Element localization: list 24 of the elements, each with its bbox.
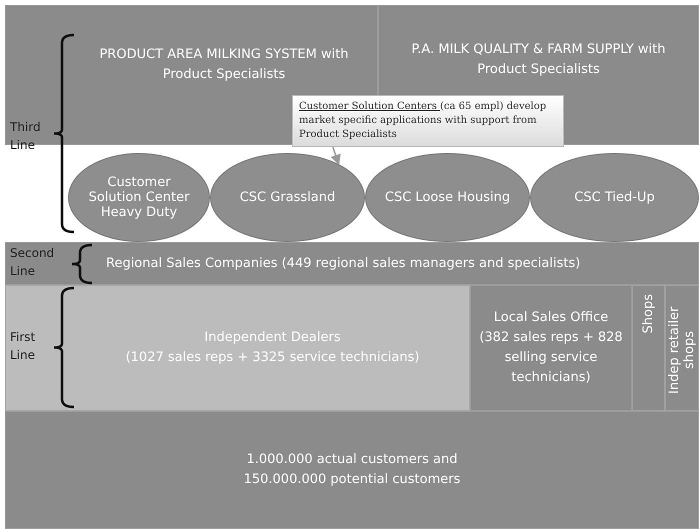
- shop-text: Shops: [641, 294, 656, 334]
- callout-text: Customer Solution Centers (ca 65 empl) develop market specific applications with support from Product Specialists: [299, 100, 548, 142]
- center-name: Customer Solution Center Heavy Duty: [88, 175, 190, 220]
- dealer-block: [5, 285, 470, 411]
- office-text: (382 sales reps + 828 selling service technicians): [478, 329, 624, 387]
- arrow: [330, 146, 341, 166]
- product-area-title: P.A. MILK QUALITY & FARM SUPPLY with Product Specialists: [410, 41, 666, 79]
- dealer-text: Independent Dealers: [204, 329, 341, 347]
- line-label: First Line: [10, 329, 36, 364]
- area-band: [5, 411, 699, 529]
- shop-text: Indep retailer shops: [667, 305, 697, 396]
- dealer-text: (1027 sales reps + 3325 service technicians): [126, 349, 420, 367]
- center-name: CSC Tied-Up: [574, 190, 655, 205]
- callout-tooltip: [292, 95, 564, 147]
- office-text: Local Sales Office: [494, 309, 608, 327]
- line-label: Third Line: [10, 119, 42, 154]
- area-band: [470, 285, 632, 411]
- sales-text: Regional Sales Companies (449 regional sales managers and specialists): [106, 256, 580, 271]
- product-area-title: PRODUCT AREA MILKING SYSTEM with Product Specialists: [98, 46, 350, 84]
- customer-text: 1.000.000 actual customers and 150.000.000 potential customers: [242, 451, 462, 489]
- sales-band: [5, 242, 699, 285]
- line-label: Second Line: [10, 245, 52, 280]
- center-name: CSC Loose Housing: [384, 190, 510, 205]
- center-name: CSC Grassland: [240, 190, 336, 205]
